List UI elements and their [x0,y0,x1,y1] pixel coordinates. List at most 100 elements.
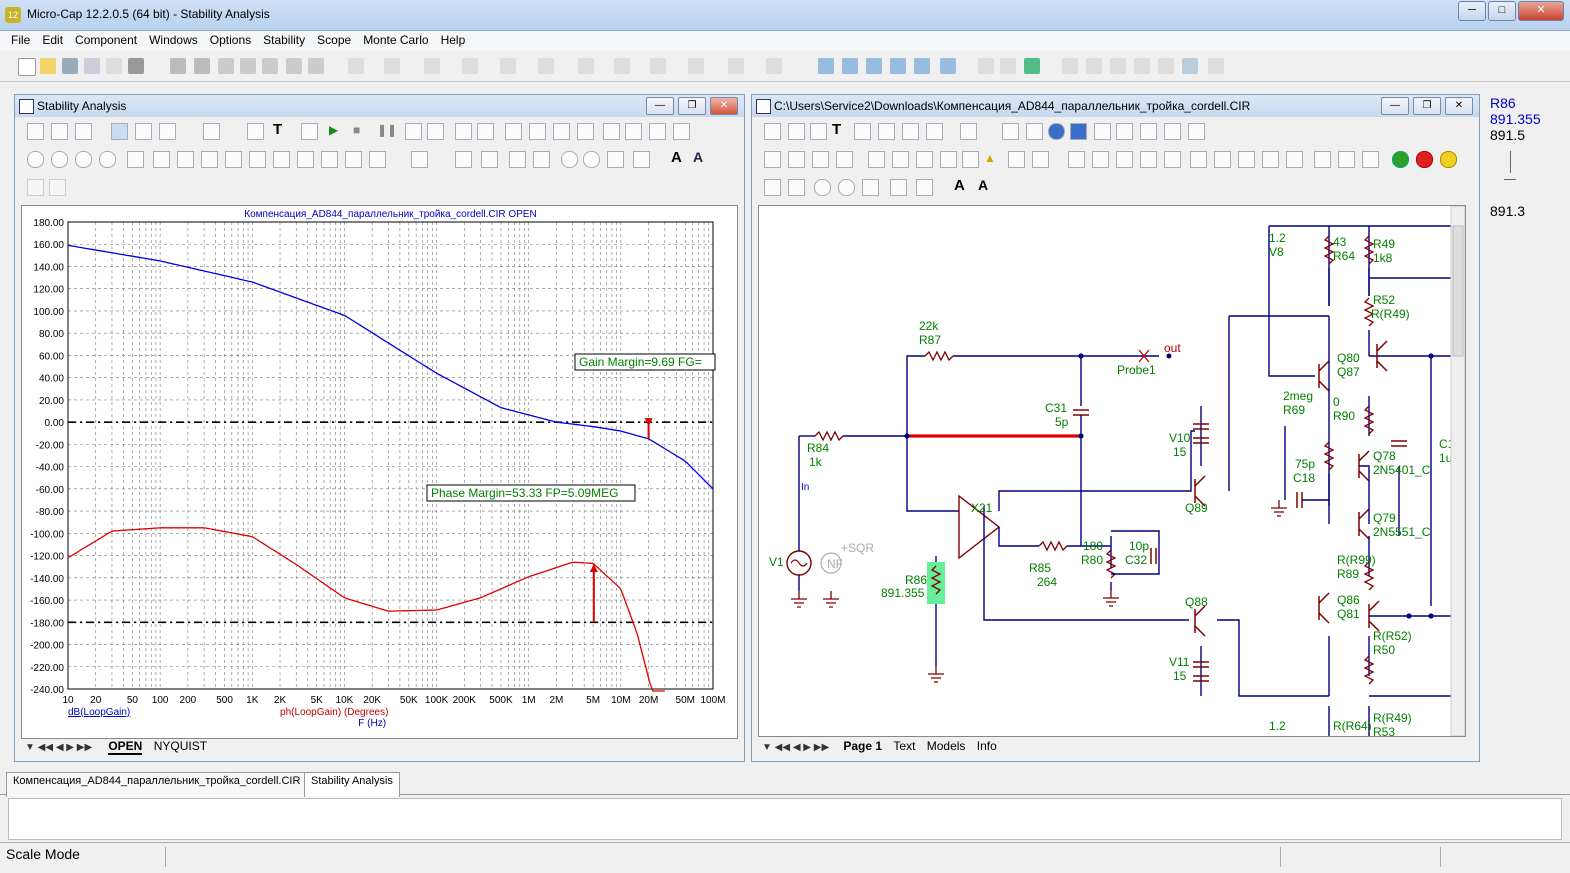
pause-icon[interactable]: ❚❚ [377,123,398,137]
global-high-icon[interactable] [345,151,362,168]
rotate-icon[interactable] [1238,151,1255,168]
select-all-icon[interactable] [308,58,324,74]
valley-icon[interactable] [177,151,194,168]
node-voltages-icon[interactable] [788,151,805,168]
display-icon[interactable] [1092,151,1109,168]
zoom-fit-icon[interactable] [75,151,92,168]
minimize-icon[interactable]: — [1381,97,1409,115]
waveform-2-icon[interactable] [427,123,444,140]
minimize-icon[interactable]: — [646,97,674,115]
menu-scope[interactable]: Scope [317,33,352,47]
paste-icon[interactable] [262,58,278,74]
format-icon[interactable]: A [978,177,989,193]
cursor-mode-icon[interactable] [127,151,144,168]
line-icon[interactable] [854,123,871,140]
tab-page-1[interactable]: Page 1 [843,739,883,753]
node-snap-icon[interactable] [962,151,979,168]
node-numbers-icon[interactable] [764,151,781,168]
graph-icon[interactable] [159,123,176,140]
undo-icon[interactable] [170,58,186,74]
shape-editor-icon[interactable] [1086,58,1102,74]
layout-5-icon[interactable] [603,123,620,140]
tile-horizontal-icon[interactable] [866,58,882,74]
menu-windows[interactable]: Windows [149,33,198,47]
scale-icon[interactable] [111,123,128,140]
copy-icon[interactable] [75,123,92,140]
select-arrow-icon[interactable] [27,123,44,140]
print-preview-icon[interactable] [106,58,122,74]
bom-icon[interactable] [1164,123,1181,140]
table-icon[interactable] [1002,123,1019,140]
netlist-icon[interactable] [1188,123,1205,140]
paste-2-icon[interactable] [788,179,805,196]
zoom-window-icon[interactable] [607,151,624,168]
save-icon[interactable] [62,58,78,74]
revert-icon[interactable] [84,58,100,74]
flag-icon[interactable] [878,123,895,140]
pin-connections-icon[interactable] [916,151,933,168]
model-icon[interactable] [1134,58,1150,74]
stop-icon[interactable] [1416,151,1433,168]
text-icon[interactable]: T [273,121,283,138]
pan-icon[interactable] [51,123,68,140]
bulb-icon[interactable] [766,58,782,74]
flip-y-icon[interactable] [1286,151,1303,168]
slope-icon[interactable] [273,151,290,168]
restore-icon[interactable]: ❐ [678,97,706,115]
list-icon[interactable] [455,151,472,168]
cross-icon[interactable] [940,151,957,168]
zoom-window-icon[interactable] [862,179,879,196]
copy-icon[interactable] [240,58,256,74]
run-icon[interactable]: ▶ [329,123,339,137]
pause-icon[interactable] [1440,151,1457,168]
cascade-icon[interactable] [818,58,834,74]
properties-icon[interactable] [1164,151,1181,168]
menu-edit[interactable]: Edit [42,33,64,47]
go-icon[interactable] [1392,151,1409,168]
find-2-icon[interactable] [1338,151,1355,168]
print-icon[interactable] [128,58,144,74]
pin-markers-icon[interactable] [892,151,909,168]
package-editor-icon[interactable] [1110,58,1126,74]
image-icon[interactable] [890,179,907,196]
layout-7-icon[interactable] [649,123,666,140]
tools-icon[interactable] [1158,58,1174,74]
attributes-icon[interactable] [1068,151,1085,168]
layout-icon[interactable] [505,123,522,140]
layout-6-icon[interactable] [625,123,642,140]
delete-icon[interactable] [286,58,302,74]
axis-icon[interactable] [203,123,220,140]
zoom-reset-icon[interactable] [99,151,116,168]
slider-track[interactable] [1490,143,1552,203]
layout-8-icon[interactable] [673,123,690,140]
color-icon[interactable] [916,179,933,196]
tab-text[interactable]: Text [893,739,916,753]
magnify-minus-icon[interactable] [583,151,600,168]
tab-nav-icon[interactable]: ▼ ◀◀ ◀ ▶ ▶▶ [25,742,93,753]
copy-icon[interactable] [926,123,943,140]
conditions-icon[interactable] [868,151,885,168]
help-icon[interactable] [1070,123,1087,140]
menu-help[interactable]: Help [440,33,466,47]
paste-icon[interactable] [764,179,781,196]
inductor-icon[interactable] [462,58,478,74]
find-icon[interactable] [1314,151,1331,168]
pen-icon[interactable] [1026,123,1043,140]
tab-open[interactable]: OPEN [108,739,143,755]
text-icon[interactable]: T [832,121,842,138]
redo-icon[interactable] [194,58,210,74]
opamp-icon[interactable] [614,58,630,74]
checkmark-icon[interactable] [1116,123,1133,140]
copy-disabled-icon[interactable] [27,179,44,196]
low-icon[interactable] [225,151,242,168]
crosshair-icon[interactable] [1008,151,1025,168]
new-file-icon[interactable] [18,58,36,76]
transistor-icon[interactable] [538,58,554,74]
open-file-icon[interactable] [40,58,56,74]
probe-icon[interactable] [1094,123,1111,140]
diode-icon[interactable] [500,58,516,74]
properties-icon[interactable] [301,123,318,140]
close-icon[interactable]: ✕ [1518,1,1564,21]
resistor-icon[interactable] [384,58,400,74]
